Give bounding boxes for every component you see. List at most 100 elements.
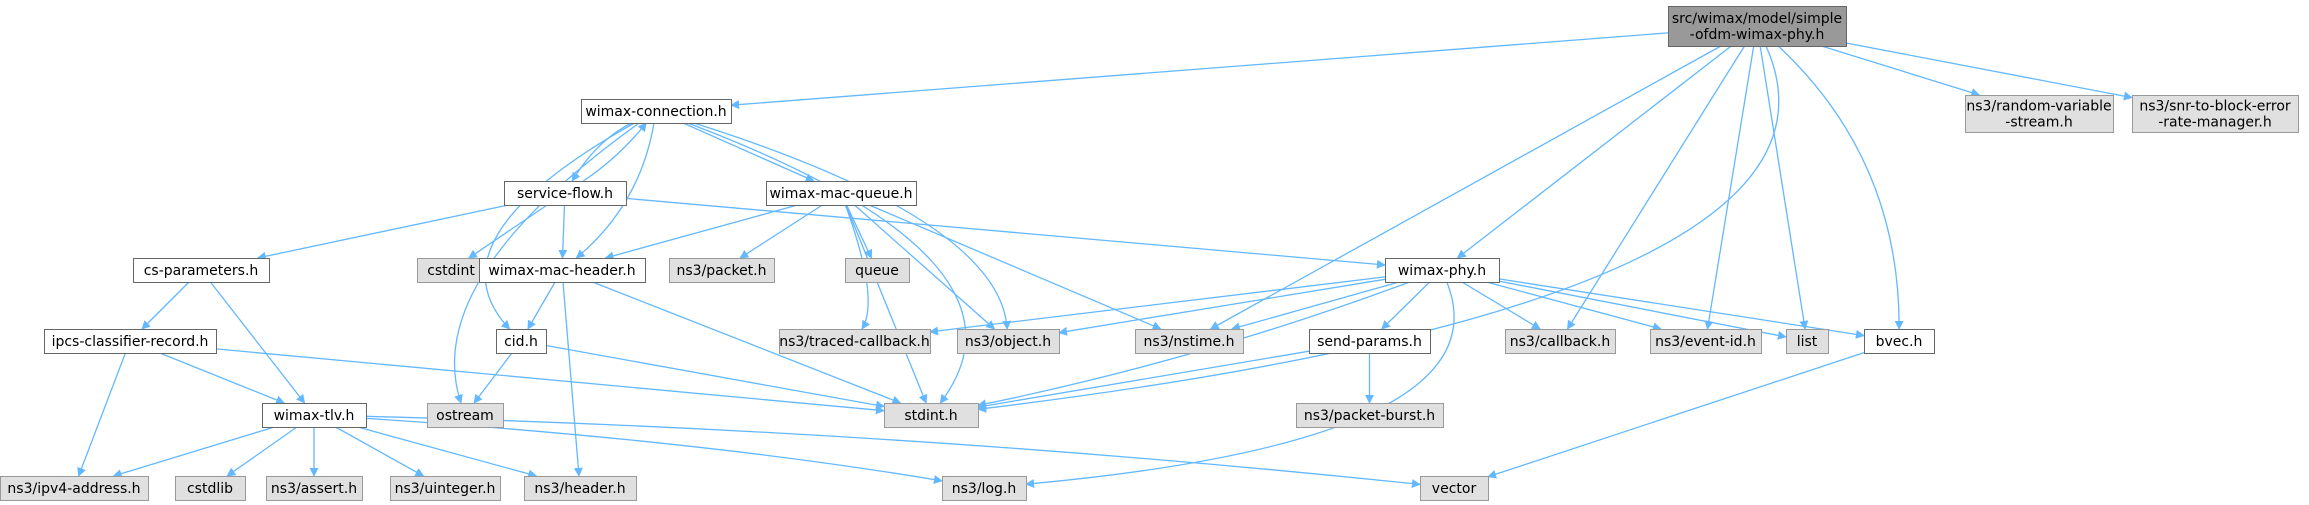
edge-wimax-mac-queue-to-traced-callback bbox=[844, 204, 871, 330]
node-wimax-mac-queue[interactable]: wimax-mac-queue.h bbox=[766, 181, 917, 206]
edge-wimax-phy-to-nstime bbox=[1230, 281, 1400, 332]
node-box-list bbox=[1786, 329, 1829, 354]
node-wimax-mac-header[interactable]: wimax-mac-header.h bbox=[479, 258, 646, 283]
node-label-random-variable-stream-line-2: -stream.h bbox=[2005, 115, 2072, 131]
node-wimax-tlv[interactable]: wimax-tlv.h bbox=[262, 403, 367, 428]
node-label-ipcs-classifier-record: ipcs-classifier-record.h bbox=[52, 334, 209, 350]
node-label-packet-burst: ns3/packet-burst.h bbox=[1304, 408, 1435, 424]
node-label-wimax-phy: wimax-phy.h bbox=[1398, 263, 1486, 279]
node-label-snr-to-block-error-line-1: ns3/snr-to-block-error bbox=[2139, 99, 2291, 115]
edge-wimax-mac-queue-to-queue bbox=[846, 204, 873, 259]
node-label-ns3-packet: ns3/packet.h bbox=[677, 263, 767, 279]
node-label-stdint: stdint.h bbox=[904, 408, 957, 424]
edge-wimax-tlv-to-vector bbox=[365, 415, 1421, 489]
node-box-wimax-connection[interactable] bbox=[581, 99, 732, 124]
node-nstime: ns3/nstime.h bbox=[1135, 329, 1244, 354]
node-box-snr-to-block-error bbox=[2132, 95, 2299, 133]
edge-cid-to-ostream bbox=[473, 352, 513, 404]
edge-cs-parameters-to-ipcs-classifier-record bbox=[141, 281, 190, 330]
node-box-send-params[interactable] bbox=[1309, 329, 1431, 354]
node-simple-ofdm[interactable]: src/wimax/model/simple-ofdm-wimax-phy.h bbox=[1668, 6, 1847, 47]
node-box-ns3-object bbox=[957, 329, 1060, 354]
node-snr-to-block-error: ns3/snr-to-block-error-rate-manager.h bbox=[2132, 95, 2299, 133]
node-label-simple-ofdm-line-1: src/wimax/model/simple bbox=[1672, 11, 1842, 27]
edge-simple-ofdm-to-list bbox=[1759, 45, 1809, 330]
nodes-layer: src/wimax/model/simple-ofdm-wimax-phy.h w… bbox=[0, 6, 2299, 501]
node-ns3-object: ns3/object.h bbox=[957, 329, 1060, 354]
node-label-ns3-header: ns3/header.h bbox=[534, 481, 625, 497]
edge-wimax-phy-to-event-id bbox=[1486, 281, 1662, 332]
node-cs-parameters[interactable]: cs-parameters.h bbox=[133, 258, 270, 283]
edge-wimax-phy-to-send-params bbox=[1381, 281, 1431, 330]
edge-wimax-mac-header-to-ns3-header bbox=[562, 281, 583, 477]
node-box-wimax-phy[interactable] bbox=[1385, 258, 1500, 283]
node-label-cstdint: cstdint bbox=[427, 263, 475, 279]
node-label-traced-callback: ns3/traced-callback.h bbox=[779, 334, 930, 350]
node-box-wimax-tlv[interactable] bbox=[262, 403, 367, 428]
edge-simple-ofdm-to-wimax-connection bbox=[730, 32, 1669, 110]
edge-wimax-tlv-to-ns3-header bbox=[357, 426, 538, 479]
node-box-ns3-callback bbox=[1505, 329, 1616, 354]
node-box-ns3-header bbox=[524, 476, 637, 501]
edge-wimax-mac-header-to-stdint bbox=[592, 281, 902, 405]
edge-wimax-mac-queue-to-ns3-packet bbox=[739, 204, 823, 259]
node-label-cs-parameters: cs-parameters.h bbox=[144, 263, 259, 279]
node-box-service-flow[interactable] bbox=[504, 181, 627, 206]
node-bvec[interactable]: bvec.h bbox=[1864, 329, 1935, 354]
node-label-bvec: bvec.h bbox=[1876, 334, 1923, 350]
node-label-nstime: ns3/nstime.h bbox=[1144, 334, 1235, 350]
edge-wimax-mac-header-to-cid bbox=[527, 281, 556, 330]
node-cid[interactable]: cid.h bbox=[496, 329, 547, 354]
node-box-uinteger bbox=[390, 476, 501, 501]
edges-layer bbox=[77, 32, 2133, 489]
edge-wimax-phy-to-list bbox=[1498, 280, 1787, 340]
node-label-snr-to-block-error-line-2: -rate-manager.h bbox=[2158, 115, 2272, 131]
node-box-traced-callback bbox=[779, 329, 931, 354]
node-label-ns3-log: ns3/log.h bbox=[952, 481, 1016, 497]
node-label-wimax-tlv: wimax-tlv.h bbox=[274, 408, 355, 424]
node-box-simple-ofdm[interactable] bbox=[1668, 6, 1847, 47]
node-box-stdint bbox=[884, 403, 979, 428]
edge-simple-ofdm-to-bvec bbox=[1777, 45, 1904, 330]
node-label-cid: cid.h bbox=[504, 334, 538, 350]
edge-wimax-tlv-to-uinteger bbox=[335, 426, 425, 477]
node-box-ipcs-classifier-record[interactable] bbox=[44, 329, 217, 354]
edge-cs-parameters-to-wimax-tlv bbox=[209, 281, 306, 404]
edge-ipcs-classifier-record-to-ipv4-address bbox=[77, 352, 127, 477]
node-box-wimax-mac-queue[interactable] bbox=[766, 181, 917, 206]
edge-simple-ofdm-to-stdint bbox=[977, 45, 1780, 413]
node-box-bvec[interactable] bbox=[1864, 329, 1935, 354]
node-queue: queue bbox=[845, 258, 910, 283]
node-traced-callback: ns3/traced-callback.h bbox=[779, 329, 931, 354]
edge-ipcs-classifier-record-to-wimax-tlv bbox=[159, 352, 286, 405]
node-box-cs-parameters[interactable] bbox=[133, 258, 270, 283]
node-box-ns3-packet bbox=[669, 258, 775, 283]
node-label-ns3-object: ns3/object.h bbox=[965, 334, 1051, 350]
node-wimax-phy[interactable]: wimax-phy.h bbox=[1385, 258, 1500, 283]
node-label-wimax-mac-header: wimax-mac-header.h bbox=[488, 263, 635, 279]
node-service-flow[interactable]: service-flow.h bbox=[504, 181, 627, 206]
edge-service-flow-to-cstdint bbox=[468, 204, 548, 259]
edge-wimax-connection-to-ns3-object bbox=[693, 122, 1012, 330]
node-box-nstime bbox=[1135, 329, 1244, 354]
node-ipcs-classifier-record[interactable]: ipcs-classifier-record.h bbox=[44, 329, 217, 354]
edge-bvec-to-vector bbox=[1487, 351, 1865, 479]
node-label-wimax-connection: wimax-connection.h bbox=[585, 104, 726, 120]
edge-simple-ofdm-to-random-variable-stream bbox=[1821, 45, 1981, 97]
edge-wimax-tlv-to-cstdlib bbox=[226, 426, 298, 477]
node-ostream: ostream bbox=[427, 403, 504, 428]
node-label-ipv4-address: ns3/ipv4-address.h bbox=[7, 481, 140, 497]
node-box-ipv4-address bbox=[0, 476, 149, 501]
node-label-uinteger: ns3/uinteger.h bbox=[395, 481, 496, 497]
node-label-vector: vector bbox=[1432, 481, 1477, 497]
node-label-wimax-mac-queue: wimax-mac-queue.h bbox=[769, 186, 912, 202]
edge-simple-ofdm-to-ns3-callback bbox=[1566, 45, 1746, 330]
node-box-wimax-mac-header[interactable] bbox=[479, 258, 646, 283]
node-wimax-connection[interactable]: wimax-connection.h bbox=[581, 99, 732, 124]
edge-simple-ofdm-to-wimax-phy bbox=[1456, 45, 1732, 259]
node-vector: vector bbox=[1420, 476, 1489, 501]
node-box-ns3-log bbox=[942, 476, 1027, 501]
node-box-packet-burst bbox=[1296, 403, 1444, 428]
node-box-cid[interactable] bbox=[496, 329, 547, 354]
node-send-params[interactable]: send-params.h bbox=[1309, 329, 1431, 354]
